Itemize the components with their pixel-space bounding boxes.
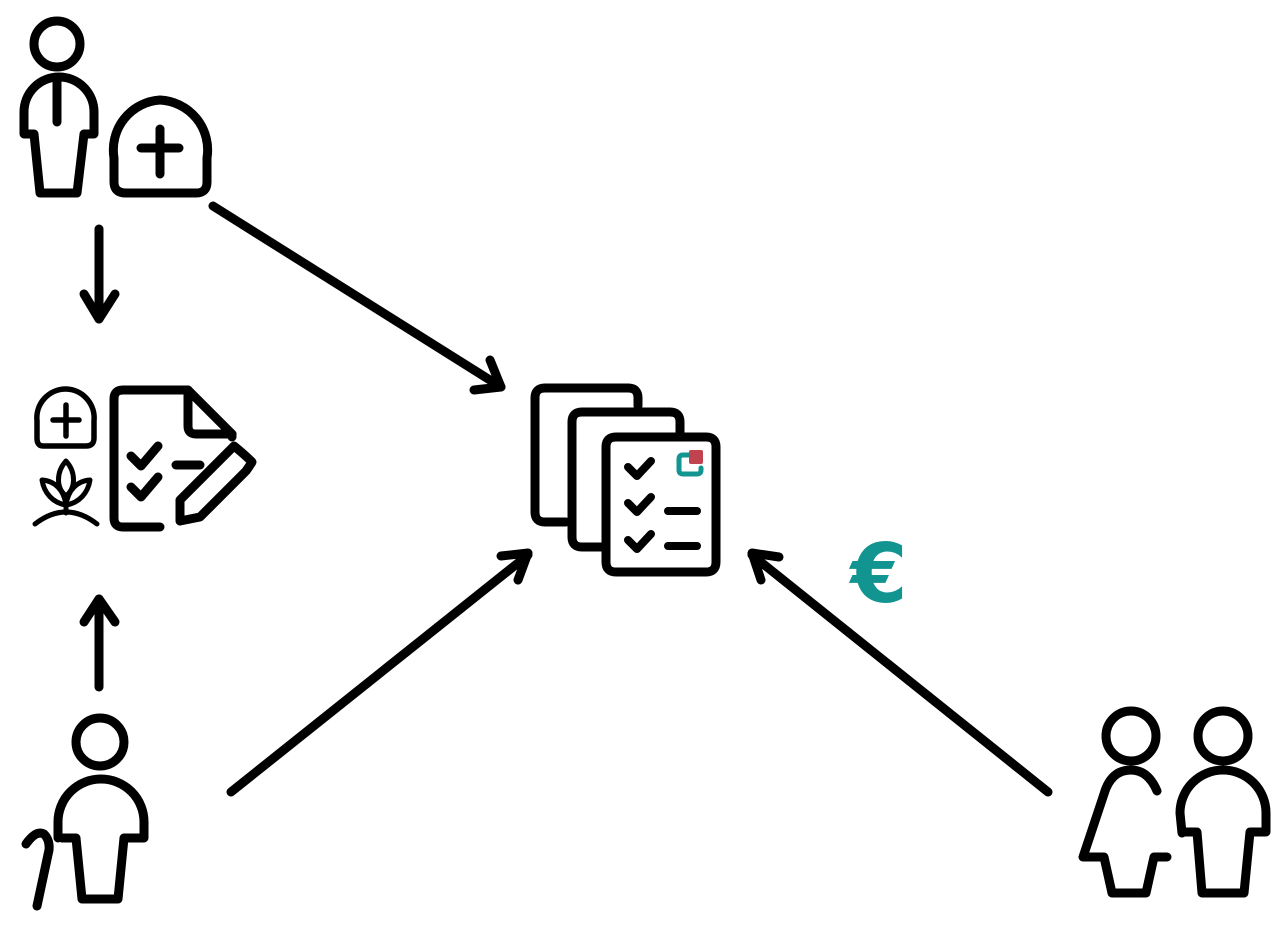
document-front bbox=[601, 432, 721, 577]
document-middle bbox=[567, 407, 685, 552]
brand-logo-icon bbox=[676, 450, 704, 477]
care-documentation-icon bbox=[32, 385, 257, 532]
arrow-hospital-to-documents bbox=[208, 201, 506, 395]
plant-icon bbox=[32, 458, 100, 527]
arrow-doctor-to-care-documentation bbox=[79, 224, 120, 324]
arrow-elderly-to-care-documentation bbox=[79, 594, 120, 692]
small-hospital-icon bbox=[34, 386, 97, 449]
arrow-elderly-to-documents bbox=[226, 548, 533, 797]
checklist-documents-icon bbox=[530, 383, 721, 577]
doctor-icon bbox=[19, 16, 99, 198]
care-document-icon bbox=[109, 385, 237, 532]
couple-icon bbox=[1078, 706, 1271, 898]
hospital-icon bbox=[108, 95, 213, 198]
arrow-couple-to-documents bbox=[747, 548, 1053, 797]
elderly-person-icon bbox=[21, 713, 149, 911]
man-icon bbox=[1175, 706, 1271, 898]
woman-icon bbox=[1078, 706, 1172, 898]
euro-payment-label: € bbox=[850, 527, 908, 622]
document-back bbox=[530, 383, 643, 527]
pencil-icon bbox=[175, 441, 257, 526]
